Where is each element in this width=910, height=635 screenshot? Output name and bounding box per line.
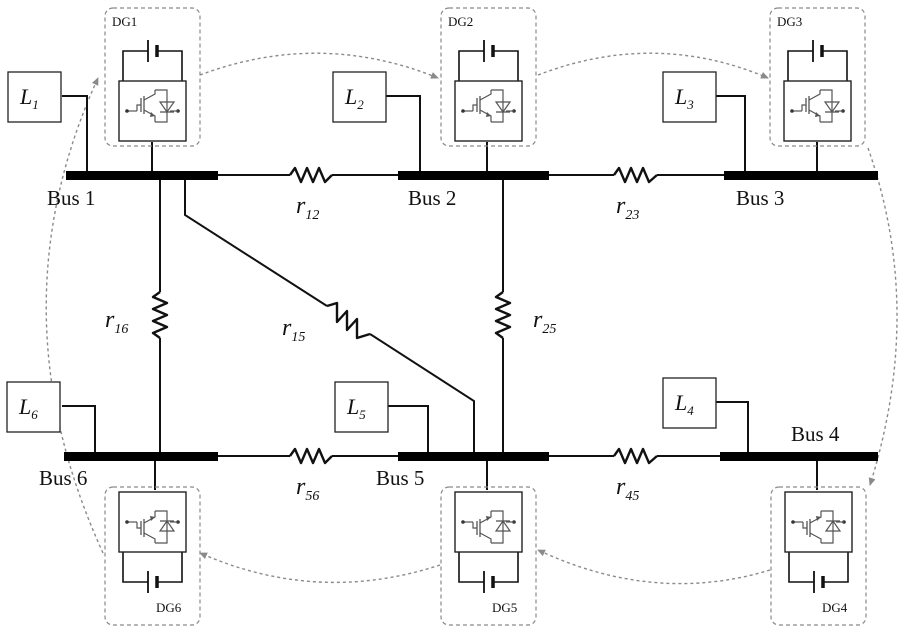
resistor-r25 [496, 292, 510, 338]
dg-label-dg2: DG2 [448, 14, 473, 29]
comm-arrow-dg1-dg2 [200, 53, 438, 78]
bus-bars [64, 171, 878, 461]
bus-bar-2 [398, 171, 549, 180]
bus-label-4: Bus 4 [791, 422, 840, 446]
load-L4: L4 [663, 378, 716, 428]
bus-label-3: Bus 3 [736, 186, 784, 210]
bus-label-2: Bus 2 [408, 186, 456, 210]
dg-label-dg3: DG3 [777, 14, 802, 29]
resistance-label-r45: r45 [616, 474, 639, 504]
loads: L1 L2 L3L4 L5 L6 [7, 72, 716, 432]
comm-arrow-dg5-dg6 [200, 553, 440, 582]
resistor-r23 [614, 168, 657, 182]
resistance-label-r12: r12 [296, 193, 319, 223]
bus-label-6: Bus 6 [39, 466, 87, 490]
bus-bar-6 [64, 452, 218, 461]
resistance-label-r15: r15 [282, 315, 305, 345]
bus-label-5: Bus 5 [376, 466, 424, 490]
load-L1: L1 [8, 72, 61, 122]
resistance-label-r25: r25 [533, 307, 556, 337]
resistance-label-r56: r56 [296, 474, 319, 504]
resistors [153, 168, 657, 463]
load-L3: L3 [663, 72, 716, 122]
load-L5: L5 [335, 382, 388, 432]
bus-bar-1 [66, 171, 218, 180]
resistor-r45 [614, 449, 657, 463]
load-L6: L6 [7, 382, 60, 432]
bus-bar-4 [720, 452, 878, 461]
comm-arrow-dg3-dg4 [868, 148, 897, 485]
dg-label-dg5: DG5 [492, 600, 517, 615]
dg-unit-dg4: DG4 [771, 487, 866, 625]
wiring [62, 96, 817, 490]
dg-unit-dg1: DG1 [105, 8, 200, 146]
resistance-label-r23: r23 [616, 193, 639, 223]
dg-unit-dg2: DG2 [441, 8, 536, 146]
dg-label-dg1: DG1 [112, 14, 137, 29]
resistor-r16 [153, 292, 167, 338]
resistor-r15 [327, 303, 370, 338]
distributed-generators: DG1 DG2 DG3DG4 DG5 DG6 [105, 8, 866, 625]
dg-label-dg4: DG4 [822, 600, 848, 615]
dg-unit-dg6: DG6 [105, 487, 200, 625]
comm-arrow-dg4-dg5 [538, 550, 770, 584]
resistor-r12 [290, 168, 332, 182]
resistance-label-r16: r16 [105, 307, 128, 337]
bus-label-1: Bus 1 [47, 186, 95, 210]
dg-label-dg6: DG6 [156, 600, 182, 615]
comm-arrow-dg2-dg3 [538, 53, 768, 78]
bus-bar-5 [398, 452, 549, 461]
dg-unit-dg5: DG5 [441, 487, 536, 625]
dg-unit-dg3: DG3 [770, 8, 865, 146]
load-L2: L2 [333, 72, 386, 122]
resistor-r56 [290, 449, 332, 463]
bus-bar-3 [724, 171, 878, 180]
